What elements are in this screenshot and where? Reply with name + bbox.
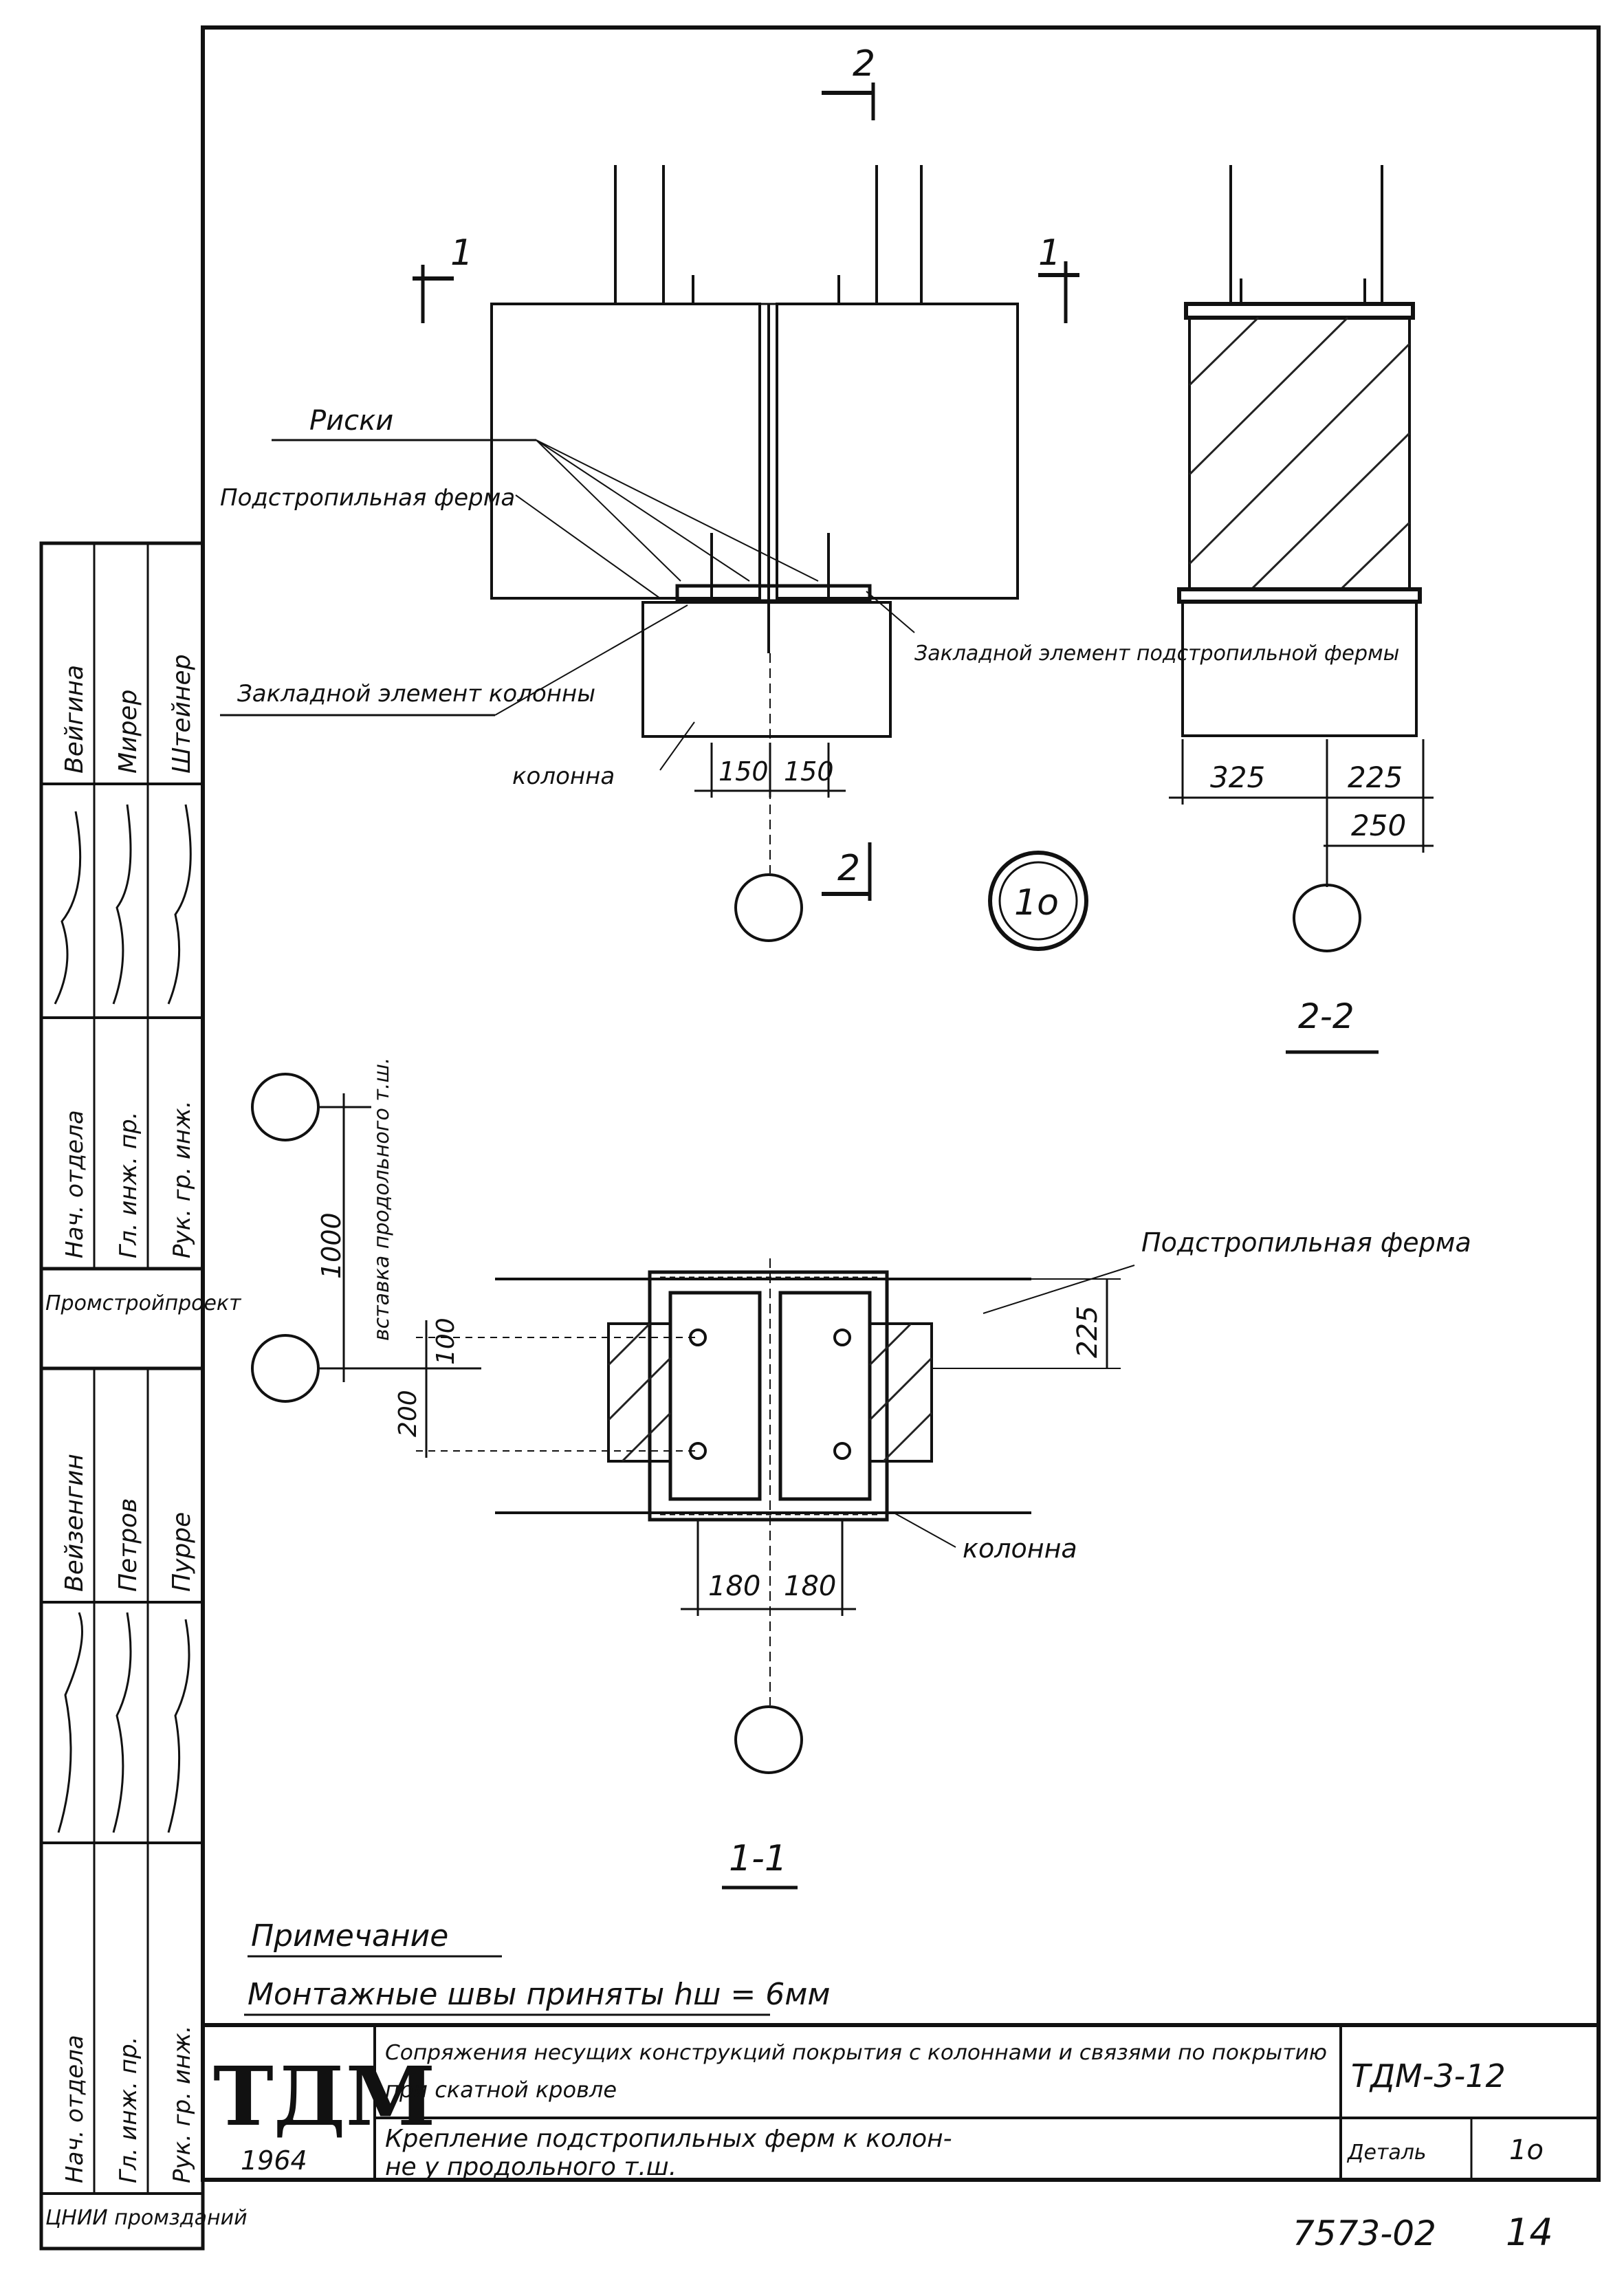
column-2-2 (1181, 600, 1418, 737)
stamp-name-2: Мирер (114, 690, 142, 774)
truss-right (776, 303, 1019, 600)
dim-150-right: 150 (784, 756, 834, 787)
axis-bubble-2 (251, 1334, 320, 1403)
stamp-role-4: Нач. отдела (61, 2035, 89, 2183)
signature-4 (57, 1612, 83, 1833)
label-truss-plan: Подстропильная ферма (220, 484, 515, 512)
label-embed-truss: Закладной элемент подстропильной фермы (914, 642, 1399, 666)
stamp-role-5: Гл. инж. пр. (115, 2037, 142, 2183)
stamp-role-1: Нач. отдела (61, 1110, 89, 1258)
signature-3 (167, 804, 192, 1005)
signature-1 (54, 811, 82, 1005)
axis-bubble-2-2 (1293, 884, 1361, 952)
dim-180-left: 180 (708, 1571, 760, 1602)
column (641, 601, 892, 738)
column-1-1 (648, 1270, 889, 1522)
signature-6 (167, 1619, 190, 1833)
detail-mark-label: 1о (1014, 882, 1059, 923)
section-1-1-title: 1-1 (729, 1838, 787, 1879)
stamp-role-2: Гл. инж. пр. (115, 1112, 142, 1258)
stamp-name-6: Пурре (168, 1512, 196, 1592)
stamp-org-bottom: ЦНИИ промзданий (45, 2206, 248, 2230)
label-column-plan: колонна (512, 763, 615, 790)
stamp-name-1: Вейгина (61, 665, 89, 774)
section-2-2-title: 2-2 (1298, 996, 1354, 1036)
dim-150-left: 150 (718, 756, 769, 787)
dim-250: 250 (1351, 809, 1406, 842)
stamp-name-5: Петров (114, 1498, 142, 1592)
title-year: 1964 (241, 2145, 307, 2176)
stamp-name-3: Штейнер (168, 654, 196, 774)
hatching-2-2 (1188, 316, 1411, 591)
stamp-org-mid: Промстройпроект (45, 1291, 242, 1315)
dim-100: 100 (432, 1318, 460, 1365)
note-text: Монтажные швы приняты hш = 6мм (248, 1977, 831, 2012)
title-line-2: при скатной кровле (385, 2077, 617, 2103)
stamp-role-6: Рук. гр. инж. (168, 2025, 196, 2183)
stamp-role-3: Рук. гр. инж. (168, 1100, 196, 1258)
detail-mark: 1о (988, 851, 1088, 951)
dim-225-section: 225 (1072, 1306, 1104, 1358)
subtitle-line-1: Крепление подстропильных ферм к колон- (385, 2125, 952, 2153)
section-cut-marks: 2 1 1 2 (413, 43, 1079, 901)
dim-225: 225 (1348, 761, 1403, 794)
subtitle-line-2: не у продольного т.ш. (385, 2153, 677, 2181)
detail-value: 1о (1509, 2134, 1544, 2166)
sheet-number: 14 (1506, 2211, 1553, 2254)
dim-325: 325 (1210, 761, 1265, 794)
title-line-1: Сопряжения несущих конструкций покрытия … (385, 2041, 1327, 2065)
axis-bubble-plan (734, 873, 803, 942)
truss-left (490, 303, 761, 600)
archive-number: 7573-02 (1293, 2213, 1436, 2253)
logo-tdm: ТДМ (213, 2048, 435, 2144)
gusset-right (868, 1322, 933, 1463)
section-1-1: 1000 вставка продольного т.ш. (251, 1058, 1471, 1890)
gusset-left (607, 1322, 672, 1463)
plate-left (668, 1291, 762, 1501)
dim-1000: 1000 (316, 1212, 347, 1279)
side-stamp: Вейгина Мирер Штейнер Нач. отдела Гл. ин… (39, 541, 248, 2251)
detail-label: Деталь (1346, 2141, 1427, 2165)
title-block: ТДМ 1964 Сопряжения несущих конструкций … (203, 2023, 1599, 2181)
stamp-name-4: Вейзенгин (61, 1454, 89, 1592)
plan-view: 150 150 Риски Подстропильная ферма Закла… (220, 165, 1399, 942)
cut-1-left: 1 (450, 232, 473, 274)
cut-2-bottom: 2 (837, 848, 860, 889)
label-insert: вставка продольного т.ш. (370, 1058, 394, 1341)
section-2-2: 325 225 250 2-2 (1169, 165, 1434, 1054)
label-embed-column: Закладной элемент колонны (237, 680, 595, 708)
note-heading: Примечание (251, 1918, 448, 1954)
label-truss-section: Подстропильная ферма (1141, 1227, 1471, 1258)
dim-200: 200 (394, 1390, 422, 1437)
axis-bubble-1 (251, 1073, 320, 1141)
axis-bubble-1-1 (734, 1705, 803, 1774)
signature-2 (112, 804, 132, 1005)
label-marks: Риски (309, 405, 393, 437)
signature-5 (112, 1612, 132, 1833)
plate-right (778, 1291, 872, 1501)
doc-code: ТДМ-3-12 (1351, 2057, 1506, 2095)
cut-2-top: 2 (853, 43, 875, 85)
sheet-frame (201, 25, 1601, 2182)
cut-1-right: 1 (1038, 232, 1061, 274)
label-column-section: колонна (963, 1533, 1077, 1564)
dim-180-right: 180 (784, 1571, 836, 1602)
note: Примечание Монтажные швы приняты hш = 6м… (244, 1918, 831, 2016)
